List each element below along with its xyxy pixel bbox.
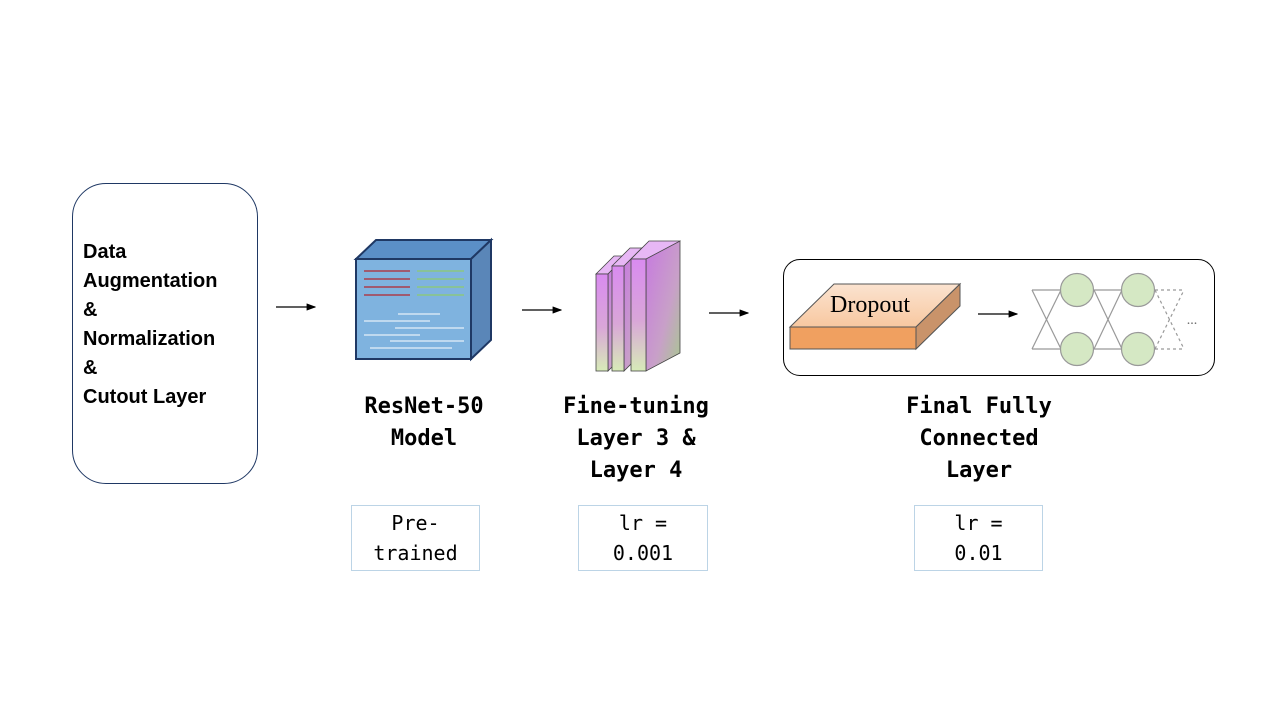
finetune-title-line: Fine-tuning <box>563 394 709 419</box>
input-line-normalization: Normalization <box>83 328 216 350</box>
resnet-title: ResNet-50 Model <box>334 391 514 455</box>
finetune-title-line: Layer 4 <box>589 458 683 483</box>
fc-title-line: Layer <box>945 458 1013 483</box>
neural-network-icon: ... <box>1031 272 1198 367</box>
nn-node <box>1059 272 1095 308</box>
nn-ellipsis: ... <box>1187 313 1198 328</box>
fc-stage-box <box>783 259 1215 376</box>
resnet-param-line: Pre- <box>391 511 440 535</box>
resnet-cube-icon <box>353 237 494 362</box>
nn-node <box>1059 331 1095 367</box>
input-line-data: Data <box>83 241 127 263</box>
resnet-title-line: Model <box>390 426 458 451</box>
finetune-param-box: lr = 0.001 <box>578 505 708 571</box>
finetune-param-line: lr = <box>618 511 668 535</box>
fc-param-line: lr = <box>954 511 1003 535</box>
fc-title-line: Final Fully <box>906 394 1052 419</box>
nn-node <box>1120 331 1156 367</box>
finetune-title-line: Layer 3 & <box>576 426 696 451</box>
resnet-param-line: trained <box>373 541 458 565</box>
input-stage-box <box>72 183 258 484</box>
fc-param-line: 0.01 <box>954 541 1003 565</box>
input-line-augmentation: Augmentation <box>83 270 218 292</box>
input-line-amp-2: & <box>83 357 98 379</box>
resnet-param-box: Pre- trained <box>351 505 480 571</box>
fc-title: Final Fully Connected Layer <box>879 391 1079 487</box>
finetune-layers-icon <box>595 240 681 372</box>
input-line-cutout: Cutout Layer <box>83 386 207 408</box>
fc-param-box: lr = 0.01 <box>914 505 1043 571</box>
nn-node <box>1120 272 1156 308</box>
finetune-title: Fine-tuning Layer 3 & Layer 4 <box>541 391 731 487</box>
fc-title-line: Connected <box>919 426 1039 451</box>
resnet-title-line: ResNet-50 <box>364 394 484 419</box>
dropout-label: Dropout <box>830 292 910 318</box>
input-stage-label: Data Augmentation & Normalization & Cuto… <box>83 238 255 412</box>
dropout-slab-icon: Dropout <box>788 282 962 351</box>
input-line-amp-1: & <box>83 299 98 321</box>
finetune-param-line: 0.001 <box>612 541 674 565</box>
layer-slab-3 <box>630 240 681 372</box>
